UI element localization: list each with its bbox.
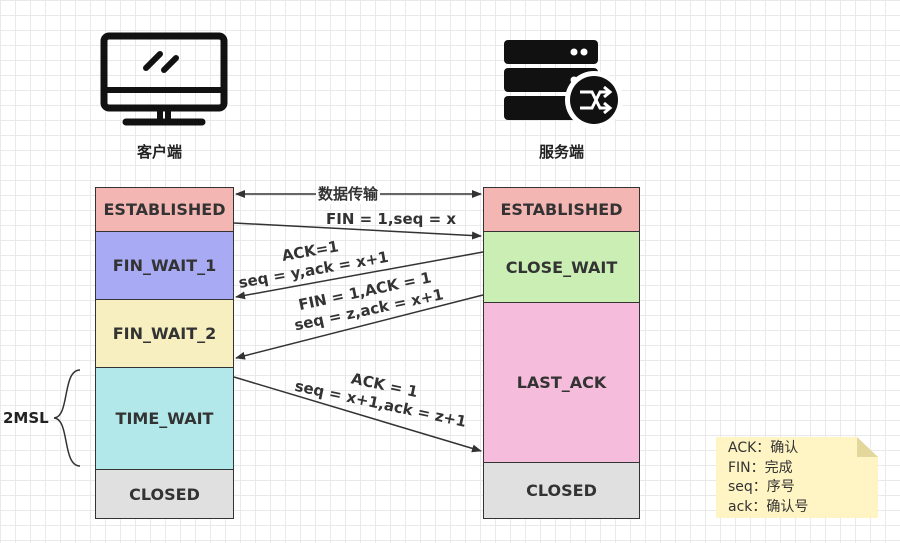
data-transfer-label: 数据传输: [316, 185, 381, 204]
client-state-fin-wait-2: FIN_WAIT_2: [95, 299, 234, 368]
legend-ack-number: ack：确认号: [728, 498, 809, 515]
server-state-last-ack: LAST_ACK: [483, 302, 640, 463]
client-state-established: ESTABLISHED: [95, 187, 234, 232]
ack2-arrow: [233, 376, 482, 453]
server-state-close-wait: CLOSE_WAIT: [483, 231, 640, 303]
legend-fin: FIN：完成: [728, 459, 793, 476]
msl-label: 2MSL: [3, 409, 49, 427]
client-state-fin-wait-1: FIN_WAIT_1: [95, 231, 234, 300]
client-state-time-wait: TIME_WAIT: [95, 367, 234, 470]
data-transfer-text: 数据传输: [318, 185, 379, 203]
server-title: 服务端: [539, 143, 585, 161]
desktop-monitor-icon: [100, 32, 228, 126]
server-state-established: ESTABLISHED: [483, 187, 640, 232]
fin1-label: FIN = 1,seq = x: [326, 210, 457, 228]
legend-ack: ACK：确认: [728, 440, 799, 456]
client-state-closed: CLOSED: [95, 469, 234, 519]
time-wait-brace: [53, 369, 81, 467]
client-title: 客户端: [137, 143, 183, 161]
legend-note: ACK：确认 FIN：完成 seq：序号 ack：确认号: [716, 437, 878, 518]
legend-seq: seq：序号: [728, 479, 795, 495]
fin2-arrow: [235, 294, 484, 360]
ack1-arrow: [235, 251, 484, 300]
fin1-arrow: [233, 222, 482, 240]
server-state-closed: CLOSED: [483, 462, 640, 519]
server-sync-icon: [504, 40, 623, 128]
